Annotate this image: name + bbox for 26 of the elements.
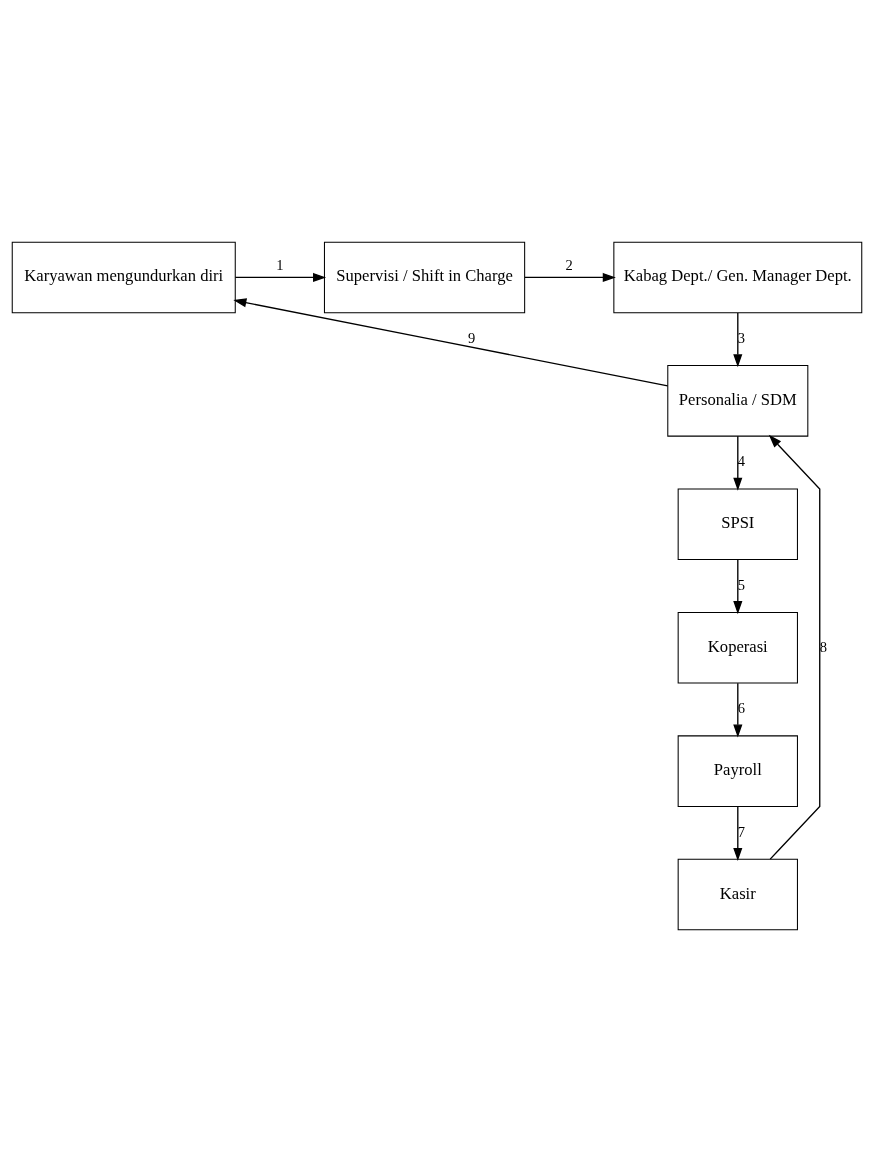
node-box: SPSI [677,488,798,561]
edge-label: 2 [565,257,573,274]
node-box: Kasir [677,858,798,931]
edge-label: 1 [276,257,284,274]
arrow [234,272,327,282]
arrow [733,682,743,738]
node-box: Kabag Dept./ Gen. Manager Dept. [613,241,863,314]
node-box: Koperasi [677,611,798,684]
arrow [733,559,743,615]
edge-label: 4 [737,453,746,470]
edge-label: 5 [737,576,746,593]
arrow [768,434,821,860]
node-box: Personalia / SDM [667,365,809,437]
edge-label: 6 [737,700,746,717]
node-box: Payroll [677,735,798,807]
arrow [733,435,743,491]
node-box: Supervisi / Shift in Charge [323,241,526,314]
arrow [233,298,669,387]
arrow [524,272,616,282]
arrow [733,805,743,862]
edge-label: 9 [468,329,476,346]
node-box: Karyawan mengundurkan diri [11,241,236,314]
edge-label: 3 [737,329,746,346]
arrow [733,312,743,368]
edge-label: 8 [819,638,828,655]
edge-label: 7 [737,823,746,840]
